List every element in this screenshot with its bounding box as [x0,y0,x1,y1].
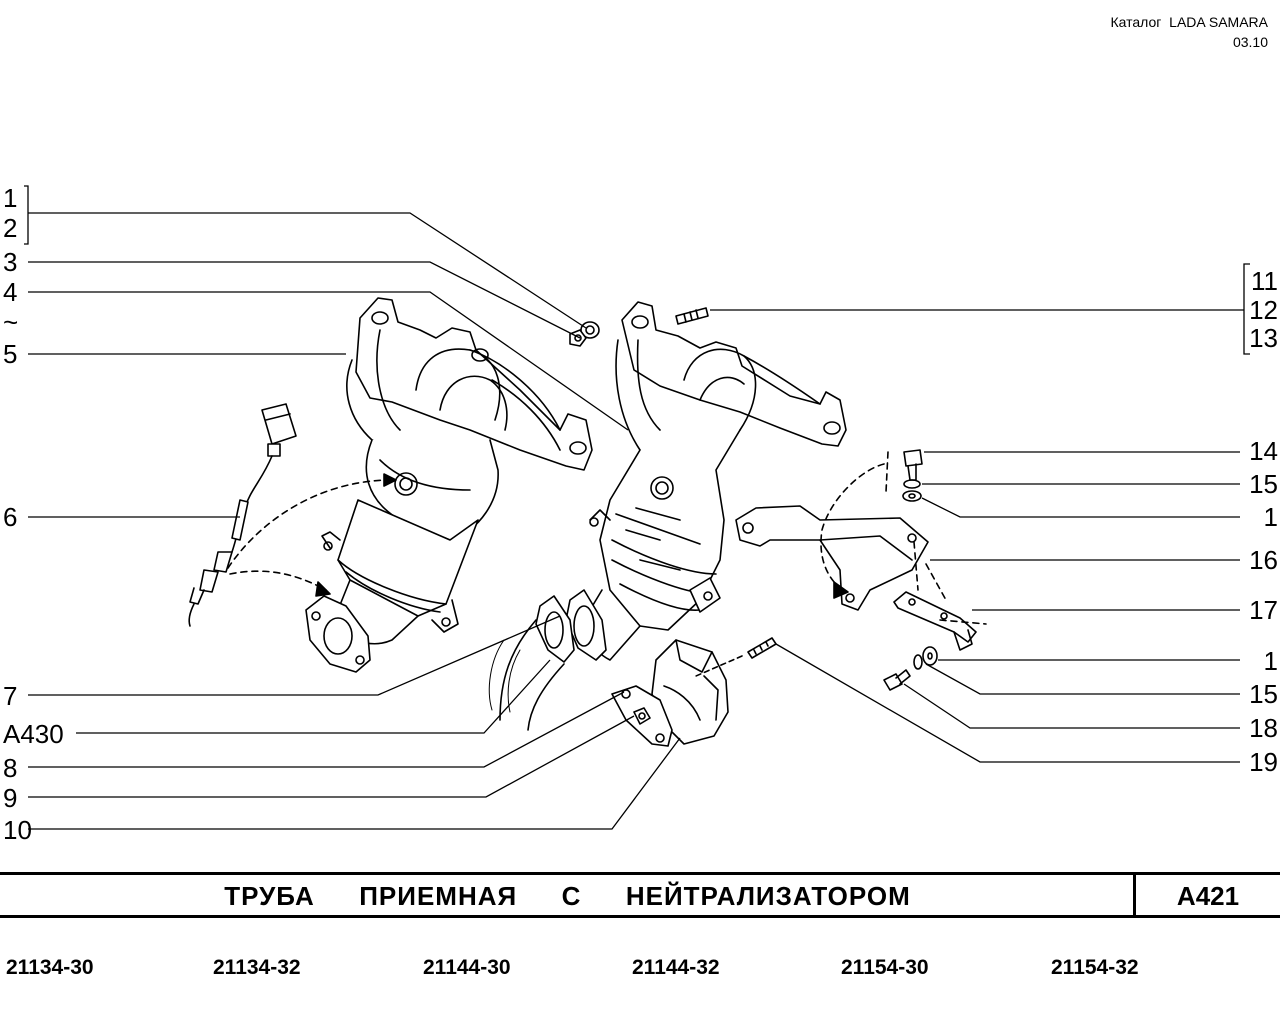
washer-1 [902,490,922,502]
stud-19 [747,637,777,659]
washer-1-lower [922,646,938,666]
callout-14: 14 [1249,436,1278,466]
callout-4: 4 [3,277,17,307]
page-code: A421 [1176,881,1240,911]
model-list: 21134-30 21134-32 21144-30 21144-32 2115… [0,956,1280,986]
callout-11: 11 [1251,266,1278,296]
bolt-18 [883,669,911,691]
callout-12: 12 [1249,295,1278,325]
stud-11 [675,307,709,325]
model-code: 21154-32 [1051,956,1139,979]
callout-3: 3 [3,247,17,277]
spring-washer-15 [903,479,921,489]
callout-5: 5 [3,339,17,369]
right-manifold-converter [587,301,847,661]
bolt-14 [903,449,923,481]
catalog-header: Каталог LADA SAMARA 03.10 [1111,12,1269,52]
callout-1: 1 [3,183,17,213]
oxygen-sensor [188,403,297,627]
callout-1-right-lower: 1 [1264,646,1278,676]
callout-19: 19 [1249,747,1278,777]
spring-washer-15-lower [913,654,923,670]
callout-6: 6 [3,502,17,532]
model-code: 21154-30 [841,956,929,979]
callout-16: 16 [1249,545,1278,575]
callout-15-lower: 15 [1249,679,1278,709]
model-code: 21134-30 [6,956,94,979]
leader-lines [24,185,1250,830]
title-bar: ТРУБА ПРИЕМНАЯ С НЕЙТРАЛИЗАТОРОМ A421 [0,872,1280,918]
callout-10: 10 [3,815,32,845]
callout-1-right: 1 [1264,502,1278,532]
model-code: 21134-32 [213,956,301,979]
callout-a430: A430 [3,719,64,749]
callout-labels-left: 1 2 3 4 ~ 5 6 7 A430 8 9 10 [3,183,64,845]
model-code: 21144-30 [423,956,511,979]
callout-8: 8 [3,753,17,783]
catalog-name: Каталог LADA SAMARA [1110,14,1269,30]
left-manifold-converter [305,297,593,673]
callout-labels-right: 11 12 13 14 15 1 16 17 1 15 18 19 [1249,266,1278,777]
nut-washer-left [569,321,600,347]
callout-18: 18 [1249,713,1278,743]
bracket-mount-arrow [820,451,889,589]
bracket-16 [735,505,929,611]
callout-2: 2 [3,213,17,243]
callout-9: 9 [3,783,17,813]
page-title: ТРУБА ПРИЕМНАЯ С НЕЙТРАЛИЗАТОРОМ [224,881,911,911]
callout-7: 7 [3,681,17,711]
heat-shield [611,639,729,747]
callout-tilde: ~ [3,307,18,337]
outlet-gasket [499,589,607,731]
callout-15: 15 [1249,469,1278,499]
exploded-parts-diagram: 1 2 3 4 ~ 5 6 7 A430 8 9 10 11 12 13 14 … [3,183,1278,845]
callout-17: 17 [1249,595,1278,625]
bracket-17 [893,591,977,651]
catalog-date: 03.10 [1232,34,1268,50]
callout-13: 13 [1249,323,1278,353]
title-divider [1133,875,1136,915]
model-code: 21144-32 [632,956,720,979]
